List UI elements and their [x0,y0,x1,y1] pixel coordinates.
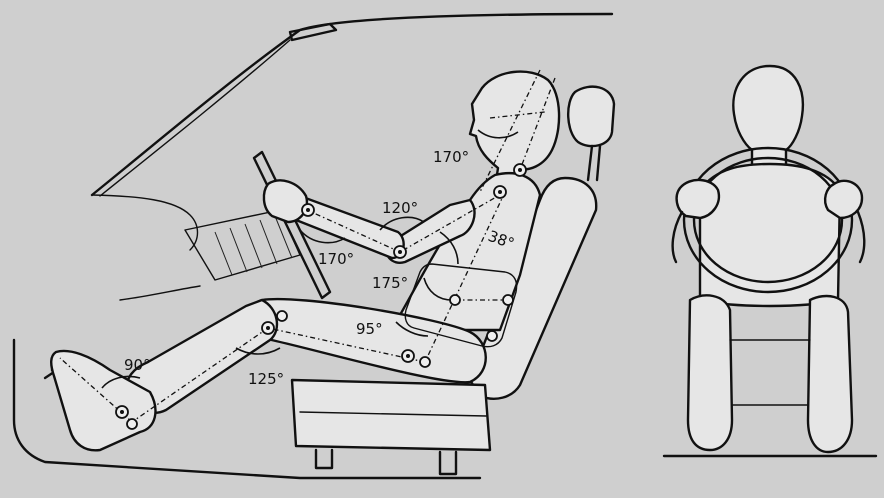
angle-label-knee: 125° [248,370,284,388]
steering-wheel-front [682,146,854,294]
angle-label-wrist: 170° [318,250,354,268]
front-left-leg [686,294,734,452]
car-seat [290,85,616,476]
lumbar-joint [449,294,461,306]
front-torso [698,162,842,308]
angle-label-ankle: 90° [124,356,151,374]
angle-label-neck: 170° [433,148,469,166]
angle-labels: 170° 120° 38° 170° 175° 95° 125° 90° [124,148,517,388]
angle-arcs [101,129,519,389]
hip-joint-2 [419,356,431,368]
knee-joint-2 [276,310,288,322]
angle-label-knee-hip: 95° [356,320,383,338]
angle-label-hip: 175° [372,274,408,292]
back-joint [502,294,514,306]
heel-joint [126,418,138,430]
front-view [662,64,878,458]
front-right-hand [823,179,864,220]
angle-label-elbow: 120° [382,199,418,217]
side-view: 170° 120° 38° 170° 175° 95° 125° 90° [12,12,616,480]
joint-markers [115,163,527,430]
front-right-leg [806,294,854,454]
steering-wheel-side [252,150,332,300]
lower-back-joint [486,330,498,342]
front-left-hand [675,178,721,220]
